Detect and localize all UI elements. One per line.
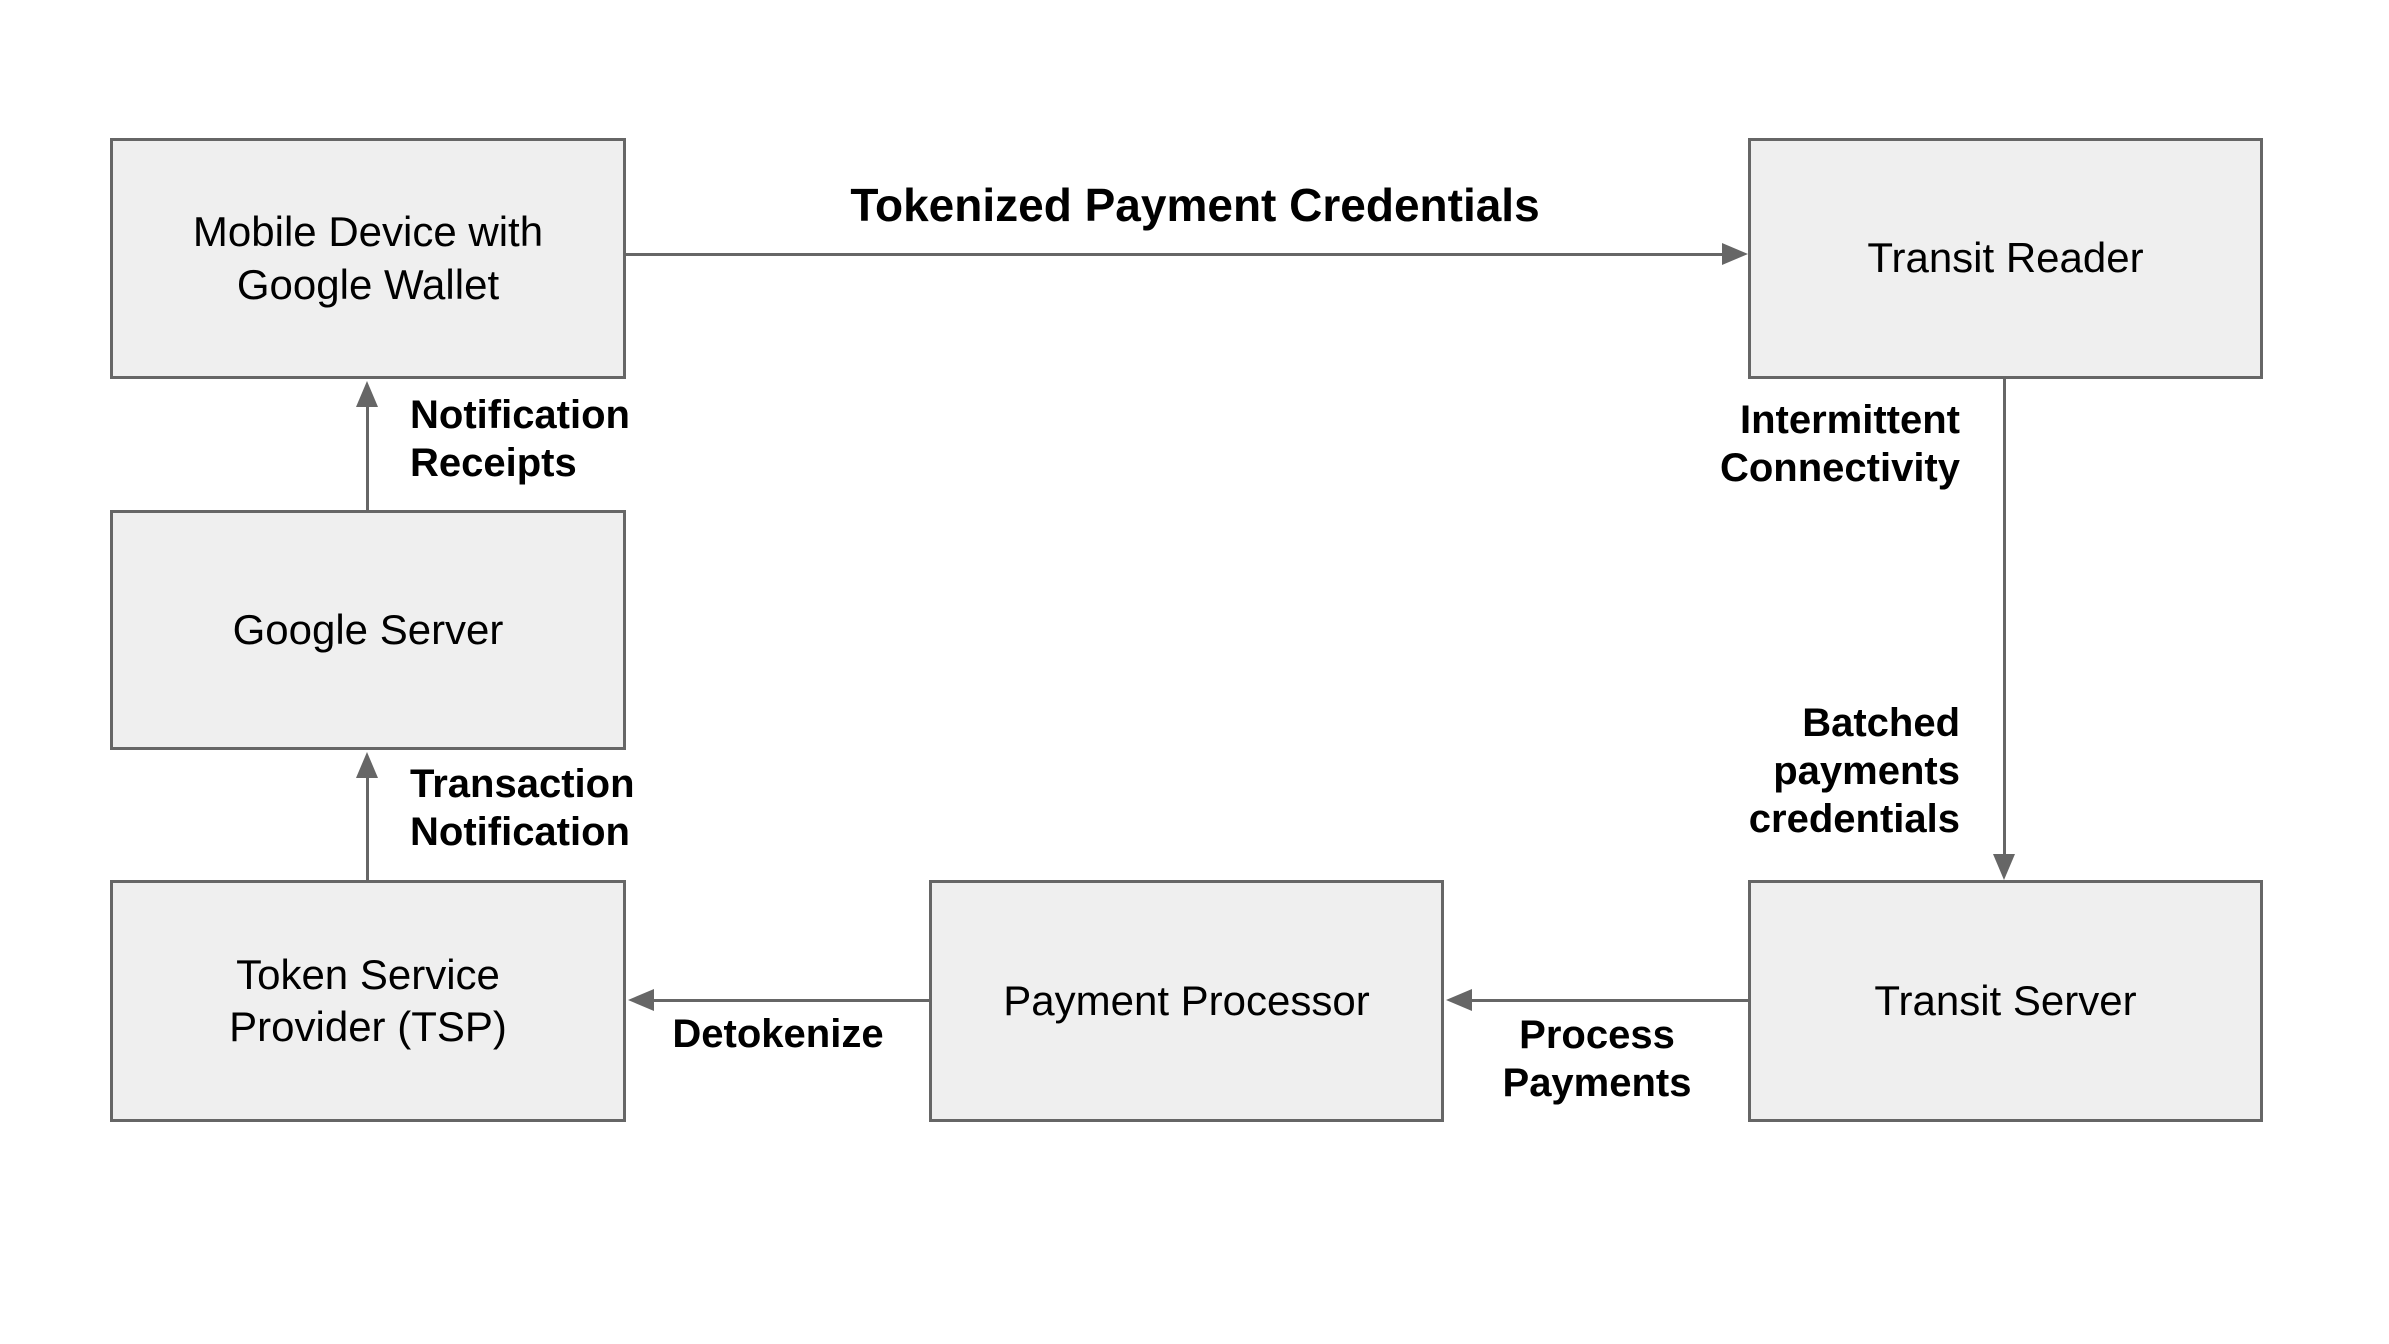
detokenize-arrow-line	[654, 999, 929, 1002]
batched-payments-credentials-label: Batched payments credentials	[1748, 701, 1960, 841]
connectivity-arrowhead-icon	[1993, 854, 2015, 880]
node-google-server: Google Server	[110, 510, 626, 750]
intermittent-connectivity-label: Intermittent Connectivity	[1719, 398, 1960, 490]
node-transit-server: Transit Server	[1748, 880, 2263, 1122]
node-token-service-provider: Token Service Provider (TSP)	[110, 880, 626, 1122]
node-mobile-device-google-wallet: Mobile Device with Google Wallet	[110, 138, 626, 379]
transaction-notification-label: Transaction Notification	[410, 762, 635, 854]
process-payments-arrow-line	[1472, 999, 1748, 1002]
detokenize-arrowhead-icon	[628, 989, 654, 1011]
notification-receipts-arrow-line	[366, 407, 369, 510]
node-payment-processor: Payment Processor	[929, 880, 1444, 1122]
tokenized-arrow-line	[626, 253, 1722, 256]
process-payments-arrowhead-icon	[1446, 989, 1472, 1011]
connectivity-arrow-line	[2003, 379, 2006, 856]
transaction-notification-arrow-line	[366, 778, 369, 880]
notification-receipts-label: Notification Receipts	[410, 393, 630, 485]
tokenized-arrow-label: Tokenized Payment Credentials	[850, 179, 1540, 231]
notification-receipts-arrowhead-icon	[356, 381, 378, 407]
tokenized-arrowhead-icon	[1722, 243, 1748, 265]
node-transit-reader: Transit Reader	[1748, 138, 2263, 379]
detokenize-label: Detokenize	[672, 1012, 884, 1056]
process-payments-label: Process Payments	[1502, 1013, 1692, 1105]
transaction-notification-arrowhead-icon	[356, 752, 378, 778]
